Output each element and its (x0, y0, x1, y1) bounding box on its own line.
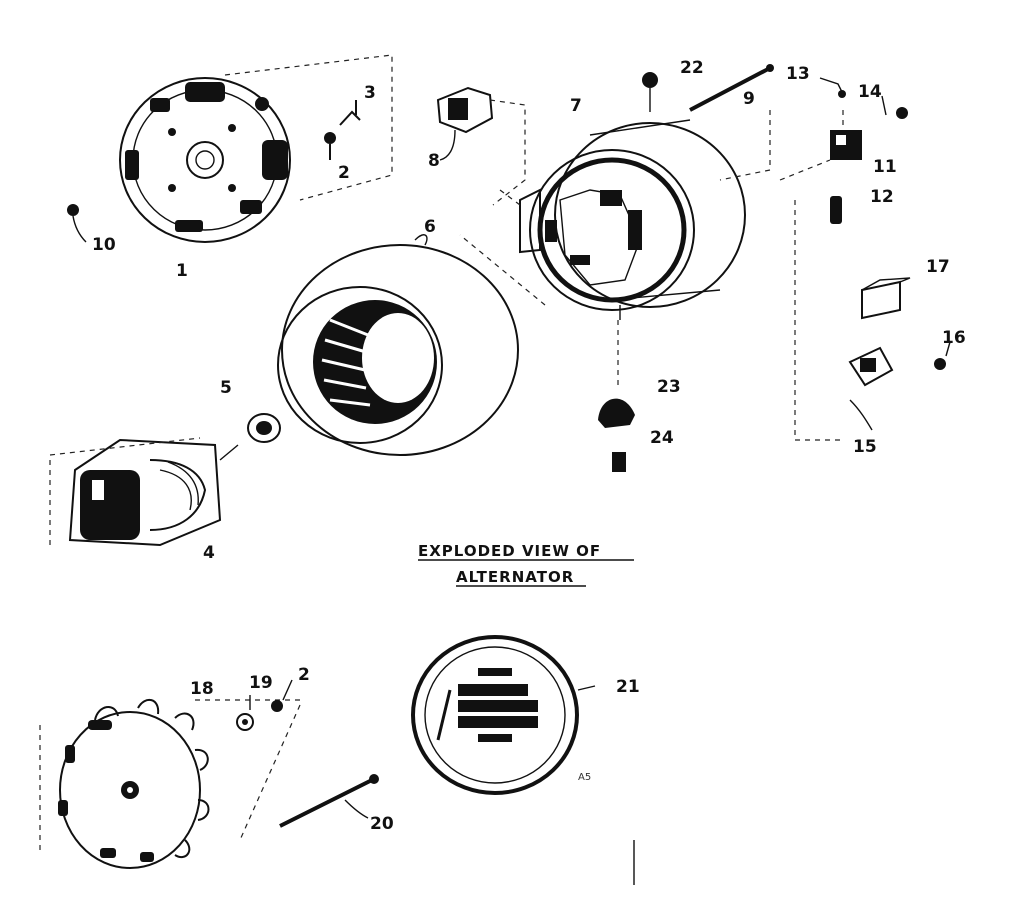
label-23: 23 (657, 377, 681, 397)
part-18-fan (58, 698, 210, 869)
part-22-screw (642, 72, 658, 112)
part-7-guide-line (459, 110, 771, 306)
part-13-screw (819, 77, 846, 98)
title-line-2: ALTERNATOR (456, 568, 574, 586)
part-2-nut (271, 679, 293, 712)
part-6-stator (277, 234, 519, 456)
part-4-guide-line (49, 437, 201, 545)
brush-guide-line (779, 159, 845, 441)
label-15: 15 (853, 437, 877, 457)
part-5-bearing (247, 413, 281, 443)
part-12-brush (830, 196, 842, 224)
part-19-washer (236, 695, 254, 731)
label-21: 21 (616, 677, 640, 697)
label-14: 14 (858, 82, 882, 102)
label-17: 17 (926, 257, 950, 277)
label-7: 7 (570, 96, 582, 116)
title-line-1: EXPLODED VIEW OF (418, 542, 601, 560)
label-1: 1 (176, 261, 188, 281)
label-18: 18 (190, 679, 214, 699)
part-9-through-bolt (689, 64, 774, 112)
part-16-screw (934, 341, 951, 370)
part-18-guide-line (39, 699, 301, 850)
label-10: 10 (92, 235, 116, 255)
label-5: 5 (220, 378, 232, 398)
label-4: 4 (203, 543, 215, 563)
part-8-bracket (436, 86, 494, 161)
part-8-guide-line (489, 99, 526, 206)
label-22: 22 (680, 58, 704, 78)
part-1-end-frame (119, 77, 291, 243)
label-11: 11 (873, 157, 897, 177)
label-19: 19 (249, 673, 273, 693)
part-3-terminal (339, 100, 361, 126)
label-24: 24 (650, 428, 674, 448)
label-16: 16 (942, 328, 966, 348)
part-4-rotor (68, 438, 239, 547)
part-10-nut (67, 204, 87, 243)
corner-mark: A5 (578, 772, 591, 783)
part-20-through-bolt (279, 774, 379, 828)
label-6: 6 (424, 217, 436, 237)
part-7-housing (519, 119, 746, 320)
label-12: 12 (870, 187, 894, 207)
part-15-regulator (848, 346, 894, 431)
part-23-nut-cover (598, 398, 635, 428)
label-8: 8 (428, 151, 440, 171)
label-9: 9 (743, 89, 755, 109)
label-2-lower: 2 (298, 665, 310, 685)
label-2: 2 (338, 163, 350, 183)
label-13: 13 (786, 64, 810, 84)
part-24-pin (612, 452, 626, 472)
part-1-guide-line (224, 54, 393, 201)
part-14-washer (881, 95, 908, 119)
part-2-screw (324, 132, 336, 160)
part-21-rectifier (411, 635, 596, 795)
part-17-cover (861, 277, 911, 320)
label-20: 20 (370, 814, 394, 834)
part-11-brush-holder (830, 130, 862, 160)
label-3: 3 (364, 83, 376, 103)
